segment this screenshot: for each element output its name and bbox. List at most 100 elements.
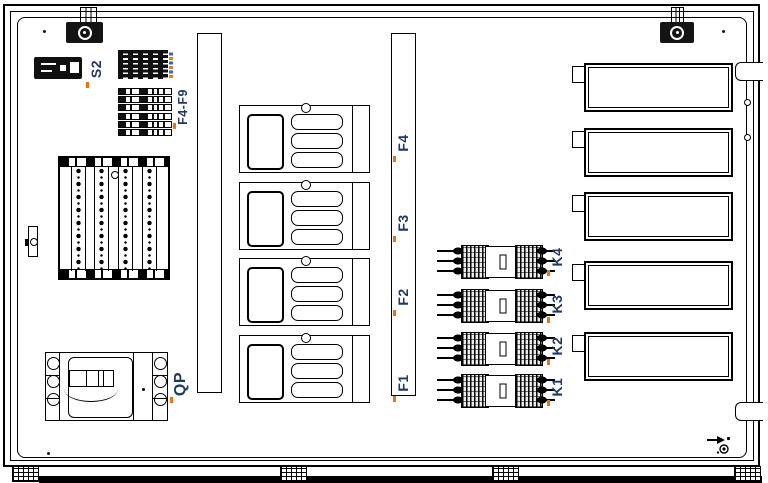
plate-hole — [43, 30, 46, 33]
fuse-cover — [291, 363, 343, 379]
door-latch-bottom — [735, 402, 763, 421]
fuse-switch-f2 — [239, 256, 370, 326]
fuse-holder — [118, 128, 172, 136]
terminal-bank — [461, 289, 489, 323]
door-frame-line — [10, 11, 754, 461]
lifting-eye-right — [660, 22, 694, 43]
fuse-cover — [291, 191, 343, 207]
breaker-handle — [69, 370, 114, 387]
fuse-holder — [118, 96, 172, 104]
mounting-plate — [17, 17, 747, 458]
fuse-cover — [291, 286, 343, 302]
terminal-strip — [71, 167, 86, 271]
din-rail — [60, 269, 168, 278]
mounting-foot — [734, 466, 761, 482]
fuse-cover — [291, 133, 343, 149]
cover-plate — [584, 63, 733, 112]
fuse-holder — [118, 88, 172, 95]
lifting-eye-stem-left — [80, 7, 97, 23]
terminal-strip — [118, 167, 133, 271]
ground-point-icon — [707, 436, 731, 454]
contactor-k4 — [437, 245, 555, 279]
plate-hole — [47, 452, 50, 455]
wires-left — [437, 376, 464, 404]
door-latch-top — [735, 62, 763, 81]
screw-icon — [301, 180, 311, 190]
label-s2: S2 — [88, 47, 104, 91]
door-hinge-left — [25, 226, 38, 257]
breaker-qp — [59, 352, 153, 421]
breaker-face — [68, 357, 133, 418]
screw-icon — [301, 256, 311, 266]
terminal-strip — [94, 167, 109, 271]
switch-handle — [247, 267, 284, 323]
mounting-foot — [12, 466, 39, 482]
fuse-cover — [291, 305, 343, 321]
label-f3: F3 — [395, 201, 411, 245]
label-qp: QP — [172, 362, 189, 406]
fuse-cover — [291, 229, 343, 245]
terminal-bank — [461, 245, 489, 279]
terminal-strip — [142, 167, 157, 271]
cover-plate — [584, 261, 733, 310]
lifting-eye-stem-right — [671, 7, 684, 23]
cover-plate — [584, 192, 733, 241]
din-rail — [60, 158, 168, 167]
fuse-holder — [118, 120, 172, 128]
fuse-cover — [291, 344, 343, 360]
switch-handle — [247, 191, 284, 247]
wire-duct-left — [197, 33, 222, 393]
fuse-cover — [291, 152, 343, 168]
fuse-cover — [291, 210, 343, 226]
relay-terminal-block — [118, 50, 168, 79]
screw-icon — [142, 388, 145, 391]
mounting-foot — [492, 466, 519, 482]
eye-ring-icon — [77, 25, 92, 40]
contactor-k1 — [437, 374, 555, 408]
fuse-holder-strip-f4-f9 — [118, 88, 172, 136]
fuse-cover — [291, 267, 343, 283]
switch-s2 — [34, 57, 82, 79]
screw-icon — [301, 333, 311, 343]
fuse-switch-f1 — [239, 333, 370, 403]
contactor-body — [485, 375, 520, 407]
fuse-holder — [118, 104, 172, 112]
contactor-k2 — [437, 332, 555, 366]
fuse-holder — [118, 112, 172, 120]
base-plinth-bar — [39, 476, 762, 483]
label-f2: F2 — [395, 275, 411, 319]
terminal-bank — [461, 374, 489, 408]
plate-hole — [722, 30, 725, 33]
switch-handle — [247, 114, 284, 170]
terminal-markers — [169, 51, 173, 78]
eye-ring-icon — [670, 25, 684, 40]
fuse-cover — [291, 382, 343, 398]
cover-plate — [584, 128, 733, 177]
label-f4-f9: F4-F9 — [176, 82, 190, 132]
label-f1: F1 — [395, 361, 411, 405]
qp-terminals-right — [152, 352, 168, 421]
label-k1: K1 — [549, 365, 565, 409]
label-k3: K3 — [549, 282, 565, 326]
wires-left — [437, 247, 464, 275]
wires-left — [437, 334, 464, 362]
switch-handle — [247, 344, 284, 400]
breaker-arc-line — [64, 389, 118, 402]
wires-left — [437, 291, 464, 319]
terminal-block-assembly — [58, 156, 170, 280]
fuse-cover — [291, 114, 343, 130]
label-k4: K4 — [549, 235, 565, 279]
fuse-switch-f3 — [239, 180, 370, 250]
cover-plate — [584, 332, 733, 381]
lifting-eye-left — [66, 22, 103, 43]
label-f4: F4 — [395, 121, 411, 165]
label-k2: K2 — [549, 324, 565, 368]
screw-icon — [111, 171, 119, 179]
mounting-foot — [280, 466, 307, 482]
screw-icon — [301, 103, 311, 113]
contactor-body — [485, 246, 520, 278]
frame-hole — [744, 99, 751, 106]
frame-hole — [744, 134, 751, 141]
enclosure-outline — [3, 4, 760, 467]
